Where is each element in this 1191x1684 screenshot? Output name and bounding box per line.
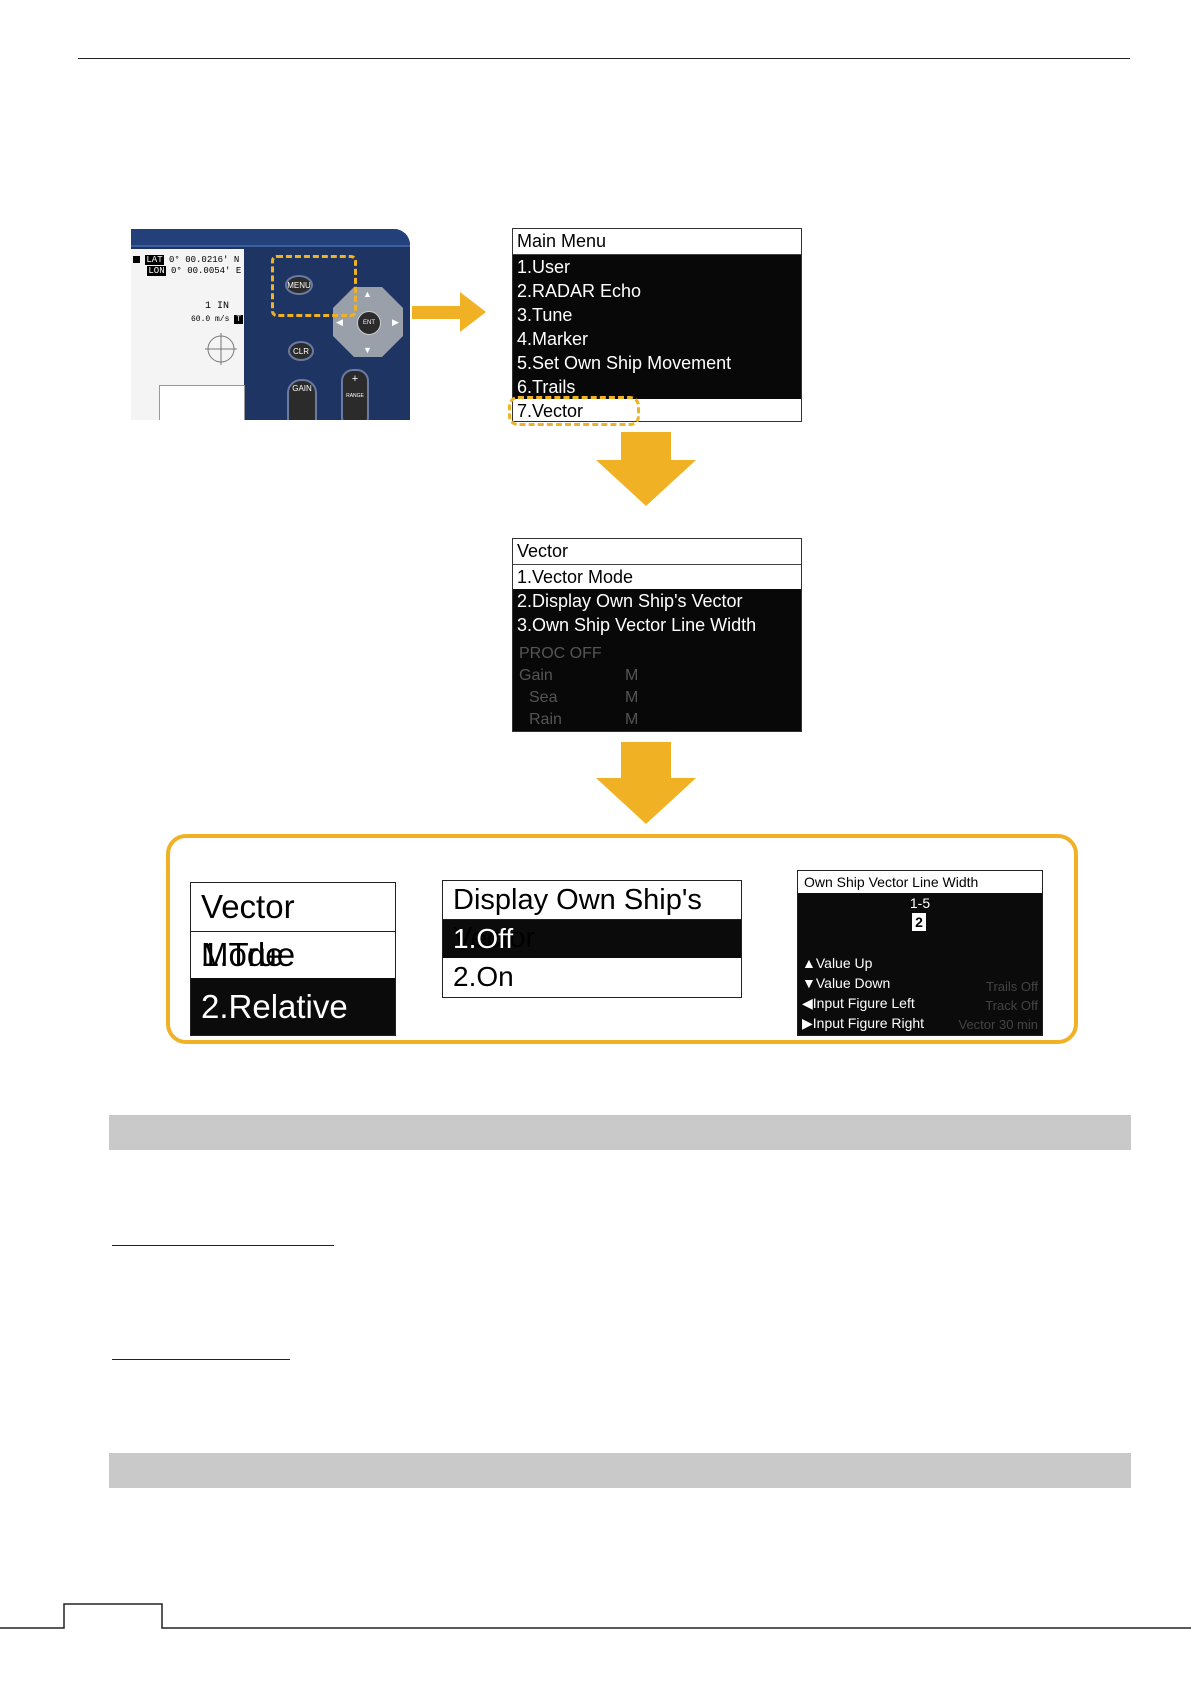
line-width-menu: Own Ship Vector Line Width 1-5 2 ▲Value …	[797, 870, 1043, 1036]
speed-readout: 60.0 m/s	[191, 315, 230, 324]
vector-menu-item-line-width[interactable]: 3.Own Ship Vector Line Width	[517, 615, 757, 635]
line-width-title: Own Ship Vector Line Width	[798, 871, 1042, 893]
screen-sub-panel	[159, 385, 245, 420]
arrow-down-shaft-1	[621, 432, 671, 462]
ent-button[interactable]: ENT	[357, 311, 381, 335]
ghost-sea-row: Sea M	[529, 689, 639, 706]
vector-menu-title: Vector	[513, 539, 801, 565]
compass-rose	[205, 333, 237, 365]
line-width-range: 1-5	[909, 895, 931, 911]
vector-mode-title: Vector Mode	[191, 883, 395, 973]
speed-badge: T	[234, 315, 244, 324]
lon-label: LON	[147, 266, 166, 276]
ghost-rain-row: Rain M	[529, 711, 639, 728]
display-vector-option-off[interactable]: 1.Off	[443, 920, 741, 958]
arrow-down-icon-1	[596, 460, 696, 506]
main-menu-item-tune[interactable]: 3.Tune	[517, 305, 573, 325]
ghost-track: Track Off	[985, 998, 1038, 1013]
arrow-right-icon: ▶	[392, 317, 399, 327]
clr-button[interactable]: CLR	[288, 341, 314, 361]
header-rule	[78, 58, 1130, 59]
lat-value: 0° 00.0216' N	[169, 255, 240, 265]
ghost-trails: Trails Off	[985, 979, 1038, 994]
main-menu-title: Main Menu	[513, 229, 801, 255]
home-icon	[133, 256, 140, 264]
arrow-right-shaft	[412, 306, 462, 319]
arrow-left-icon: ◀	[336, 317, 343, 327]
ghost-vector: Vector 30 min	[958, 1017, 1039, 1032]
underline-2	[112, 1359, 290, 1360]
arrow-up-icon: ▲	[363, 289, 372, 299]
triangle-left-icon: ◀	[802, 995, 813, 1011]
main-menu-item-vector[interactable]: 7.Vector	[513, 399, 801, 421]
vector-menu: Vector 1.Vector Mode 2.Display Own Ship'…	[512, 538, 802, 732]
hint-value-up: ▲Value Up	[802, 955, 873, 971]
ghost-proc-off: PROC OFF	[519, 645, 602, 662]
device-screen: LAT 0° 00.0216' N LON 0° 00.0054' E 1 IN…	[131, 249, 245, 420]
main-menu-item-marker[interactable]: 4.Marker	[517, 329, 589, 349]
underline-1	[112, 1245, 334, 1246]
vector-mode-menu: Vector Mode 1.True 2.Relative	[190, 882, 396, 1036]
triangle-down-icon: ▼	[802, 975, 816, 991]
triangle-right-icon: ▶	[802, 1015, 813, 1031]
ghost-gain-row: Gain M	[519, 667, 639, 684]
gain-knob[interactable]: GAIN	[287, 379, 317, 420]
main-menu-item-user[interactable]: 1.User	[517, 257, 571, 277]
lon-value: 0° 00.0054' E	[171, 266, 242, 276]
hint-input-left: ◀Input Figure Left	[802, 995, 915, 1011]
lat-label: LAT	[145, 255, 164, 265]
vector-mode-option-true[interactable]: 1.True	[191, 932, 395, 978]
display-vector-menu: Display Own Ship's Vector 1.Off 2.On	[442, 880, 742, 998]
triangle-up-icon: ▲	[802, 955, 816, 971]
display-vector-option-on[interactable]: 2.On	[443, 958, 741, 996]
range-rocker[interactable]: + RANGE	[341, 369, 369, 420]
arrow-right-icon	[460, 292, 486, 332]
section-band-2	[109, 1453, 1131, 1488]
main-menu: Main Menu 1.User 2.RADAR Echo 3.Tune 4.M…	[512, 228, 802, 422]
range-readout: 1 IN	[205, 301, 230, 312]
arrow-down-icon: ▼	[363, 345, 372, 355]
line-width-value[interactable]: 2	[912, 913, 926, 931]
arrow-down-icon-2	[596, 778, 696, 824]
display-vector-title: Display Own Ship's Vector	[443, 881, 741, 954]
vector-menu-item-mode[interactable]: 1.Vector Mode	[513, 565, 801, 589]
radar-device-panel: LAT 0° 00.0216' N LON 0° 00.0054' E 1 IN…	[131, 229, 410, 420]
vector-item-highlight-box	[508, 396, 640, 426]
menu-button[interactable]: MENU	[285, 275, 313, 295]
vector-mode-option-relative[interactable]: 2.Relative	[191, 978, 395, 1035]
submenu-frame	[166, 834, 1078, 1044]
hint-input-right: ▶Input Figure Right	[802, 1015, 925, 1031]
footer-rule	[0, 1603, 1191, 1629]
menu-highlight-box	[271, 255, 357, 317]
vector-menu-item-display[interactable]: 2.Display Own Ship's Vector	[517, 591, 743, 611]
device-top-bezel	[131, 229, 410, 247]
hint-value-down: ▼Value Down	[802, 975, 891, 991]
main-menu-item-own-ship-movement[interactable]: 5.Set Own Ship Movement	[517, 353, 732, 373]
main-menu-item-trails[interactable]: 6.Trails	[517, 377, 576, 397]
arrow-down-shaft-2	[621, 742, 671, 780]
section-band-1	[109, 1115, 1131, 1150]
main-menu-item-radar-echo[interactable]: 2.RADAR Echo	[517, 281, 642, 301]
